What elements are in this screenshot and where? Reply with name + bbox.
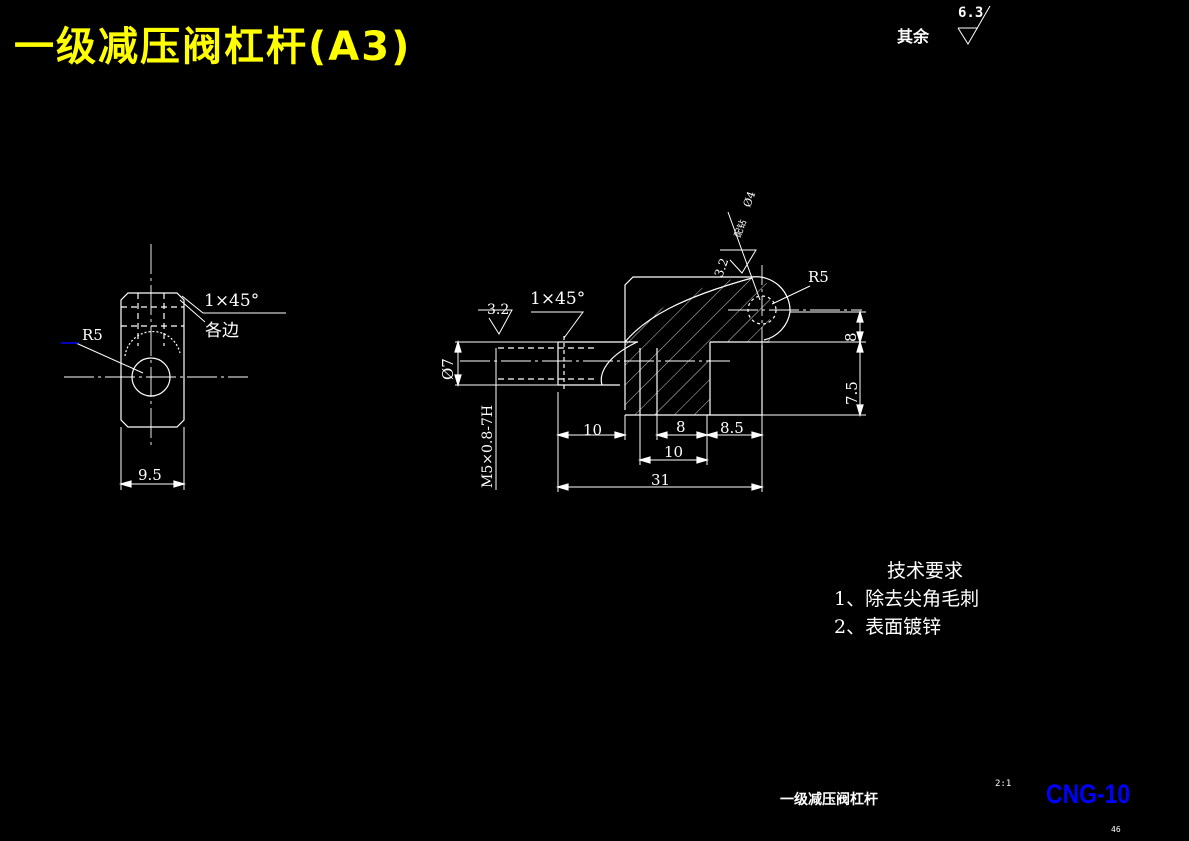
title-block-code: CNG-10 (1046, 779, 1131, 809)
dim-8a: 8 (676, 418, 686, 436)
tech-requirements-heading: 技术要求 (887, 560, 964, 582)
dim-10a: 10 (583, 421, 602, 439)
tech-requirement-item: 1、除去尖角毛刺 (834, 588, 980, 610)
title-block-name: 一级减压阀杠杆 (780, 792, 878, 808)
left-chamfer-label: 1×45° (204, 291, 259, 311)
title-block-sheet: 46 (1111, 825, 1121, 834)
dim-8-5: 8.5 (720, 419, 744, 437)
main-view (454, 211, 866, 492)
dim-dia-7: Ø7 (439, 358, 457, 380)
left-view (61, 244, 286, 490)
roughness-other-value: 6.3 (958, 5, 984, 21)
stem-chamfer-label: 1×45° (530, 289, 585, 309)
left-chamfer-note: 各边 (205, 321, 239, 341)
drawing-title: 一级减压阀杠杆(A3) (14, 24, 412, 70)
left-width-dim: 9.5 (138, 466, 162, 484)
thread-label: M5×0.8-7H (480, 405, 496, 488)
dim-31: 31 (651, 471, 670, 489)
roughness-other-label: 其余 (897, 27, 930, 46)
tech-requirement-item: 2、表面镀锌 (834, 616, 942, 638)
main-radius-label: R5 (808, 268, 829, 286)
dim-10b: 10 (664, 443, 683, 461)
title-block-scale: 2:1 (995, 779, 1012, 789)
left-radius-label: R5 (82, 326, 103, 344)
hole-dim: Ø4 (741, 190, 759, 210)
hole-roughness: 3.2 (712, 256, 732, 279)
dim-v7-5: 7.5 (843, 381, 861, 405)
dim-v8: 8 (842, 332, 860, 342)
roughness-symbol-other (957, 5, 991, 45)
stem-roughness-value: 3.2 (487, 302, 509, 318)
